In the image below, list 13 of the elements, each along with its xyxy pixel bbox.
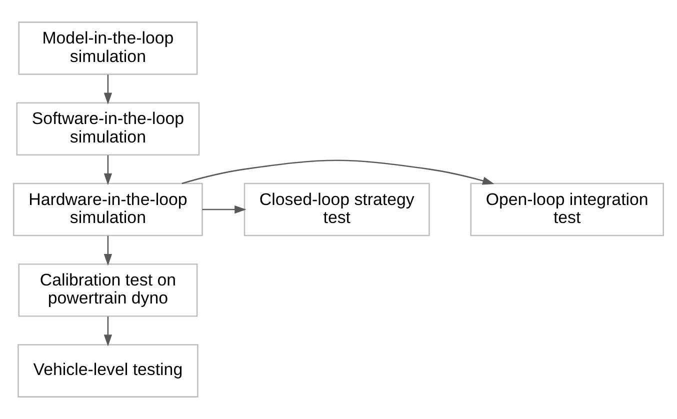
node-box: Calibration test on powertrain dyno xyxy=(18,263,198,317)
node-box: Software-in-the-loop simulation xyxy=(16,102,200,156)
arrow xyxy=(202,205,246,214)
node-box: Vehicle-level testing xyxy=(18,344,198,398)
arrow xyxy=(104,236,112,266)
node-box: Open-loop integration test xyxy=(470,182,664,236)
arrow xyxy=(104,155,112,186)
node-box: Hardware-in-the-loop simulation xyxy=(13,182,203,236)
arrow xyxy=(104,74,112,104)
node-box: Model-in-the-loop simulation xyxy=(18,22,198,75)
node-box: Closed-loop strategy test xyxy=(244,182,430,236)
arrow xyxy=(182,160,494,185)
arrow xyxy=(104,316,112,346)
